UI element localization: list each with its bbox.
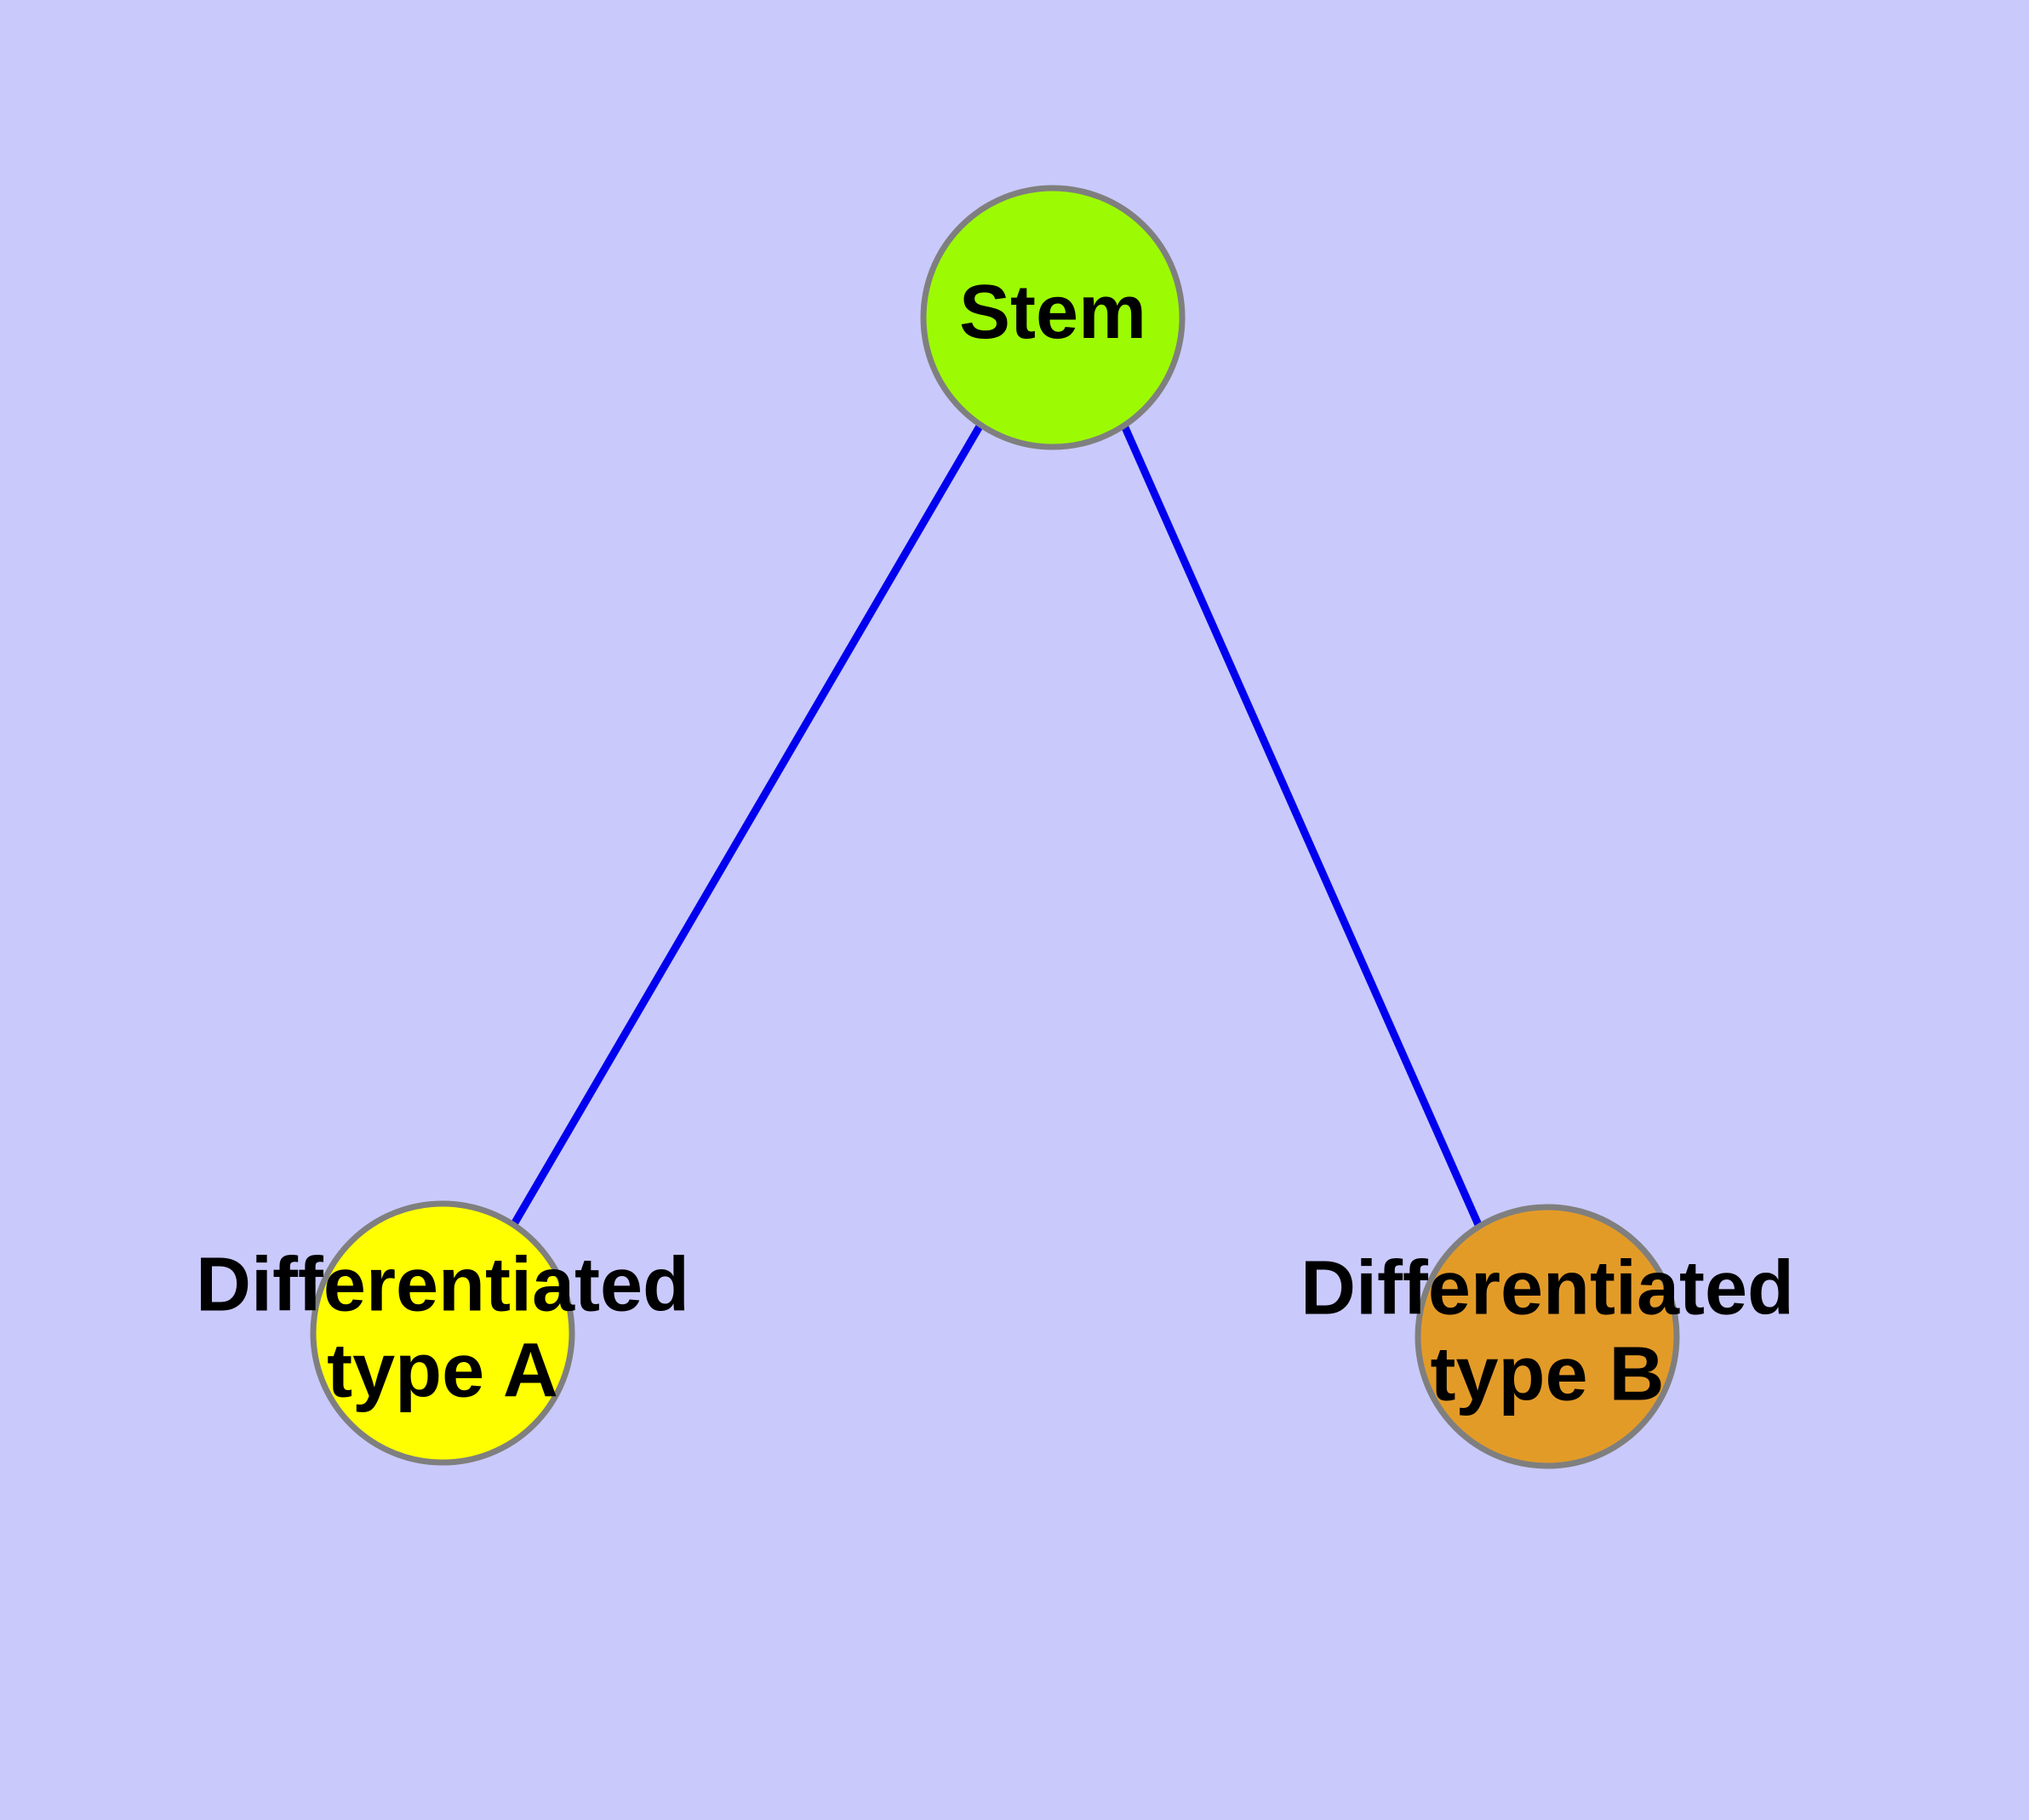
edge-stem-to-differentiated-type-b[interactable] xyxy=(1120,424,1483,1228)
nodes-layer xyxy=(310,185,1680,1469)
node-label-stem: Stem xyxy=(959,270,1146,355)
node-stem[interactable] xyxy=(920,185,1186,450)
node-label-line: Stem xyxy=(959,270,1146,355)
edges-layer xyxy=(511,422,1483,1228)
node-label-line: type B xyxy=(1430,1331,1664,1417)
node-label-line: Differentiated xyxy=(196,1242,689,1327)
node-circle-stem[interactable] xyxy=(920,185,1186,450)
node-circle-differentiated-type-a[interactable] xyxy=(310,1200,575,1466)
node-differentiated-type-b[interactable] xyxy=(1415,1204,1680,1469)
edge-stem-to-differentiated-type-a[interactable] xyxy=(511,422,984,1227)
node-label-line: Differentiated xyxy=(1300,1245,1794,1331)
node-circle-differentiated-type-b[interactable] xyxy=(1415,1204,1680,1469)
node-differentiated-type-a[interactable] xyxy=(310,1200,575,1466)
node-label-line: type A xyxy=(327,1328,558,1413)
